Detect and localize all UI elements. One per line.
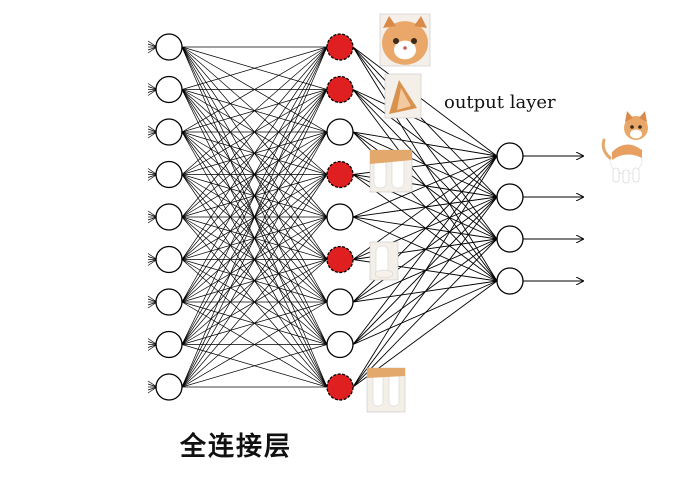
edge-input-hidden — [181, 46, 328, 218]
output-layer-label: output layer — [444, 92, 556, 113]
edge-hidden-output — [352, 131, 498, 198]
edge-input-hidden — [181, 46, 328, 260]
caption-title: 全连接层 — [180, 432, 293, 462]
edge-input-hidden — [181, 216, 328, 388]
edge-input-hidden — [181, 46, 328, 175]
edge-hidden-output — [352, 155, 498, 345]
input-node — [155, 373, 183, 401]
edge-hidden-output — [352, 89, 498, 157]
cat-leg-image — [369, 149, 413, 193]
hidden-node — [326, 330, 354, 359]
hidden-node — [326, 203, 354, 231]
cat-ear-image — [384, 73, 422, 119]
edge-input-hidden — [181, 46, 328, 133]
hidden-node — [326, 288, 354, 316]
input-node — [155, 33, 183, 61]
input-node — [155, 245, 183, 274]
input-node — [155, 75, 183, 104]
edge-hidden-output — [352, 196, 498, 218]
edge-input-hidden — [181, 344, 328, 388]
edge-input-hidden — [181, 259, 328, 388]
edge-hidden-output — [352, 196, 498, 303]
edge-input-hidden — [181, 89, 328, 388]
edge-input-hidden — [181, 131, 328, 388]
input-node — [155, 160, 183, 189]
hidden-node-activated — [326, 373, 354, 401]
cat-feet-image — [366, 367, 406, 413]
edge-hidden-output — [352, 131, 498, 157]
hidden-node — [326, 118, 354, 146]
hidden-node-activated — [326, 33, 354, 61]
input-node — [155, 203, 183, 231]
edge-hidden-output — [352, 155, 498, 218]
result-cat-image — [601, 111, 648, 184]
edge-hidden-output — [352, 238, 498, 388]
edge-hidden-output — [352, 46, 498, 198]
edge-input-hidden — [181, 301, 328, 388]
input-node — [155, 288, 183, 316]
cat-paw-image — [369, 241, 399, 281]
output-node — [496, 142, 524, 170]
edge-input-hidden — [181, 46, 328, 90]
hidden-node-activated — [326, 75, 354, 104]
edge-input-hidden — [181, 174, 328, 388]
edge-hidden-output — [352, 155, 498, 388]
output-node — [496, 183, 524, 211]
edge-input-hidden — [181, 46, 328, 388]
cat-face-image — [379, 13, 431, 67]
output-node — [496, 267, 524, 295]
edge-input-hidden — [181, 46, 328, 345]
output-node — [496, 225, 524, 253]
input-node — [155, 330, 183, 359]
edge-hidden-output — [352, 46, 498, 157]
edge-hidden-output — [352, 196, 498, 388]
edge-hidden-output — [352, 89, 498, 198]
input-node — [155, 118, 183, 146]
hidden-node-activated — [326, 245, 354, 274]
edge-input-hidden — [181, 46, 328, 303]
hidden-node-activated — [326, 160, 354, 189]
